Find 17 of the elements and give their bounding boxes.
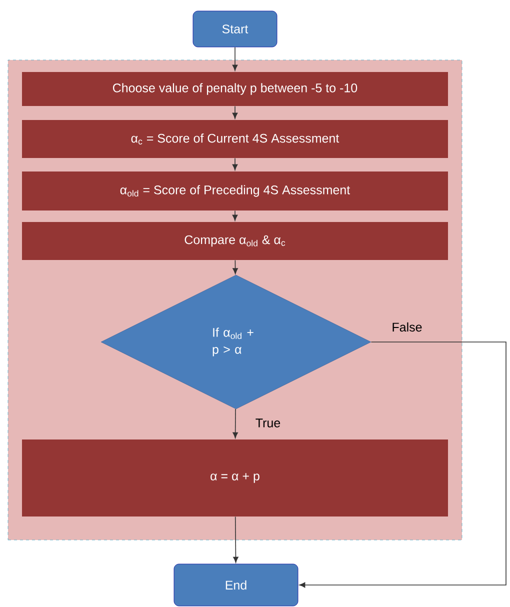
process-box: α$_{old}$ = Score of Preceding 4S Assessment (22, 172, 448, 210)
terminal-box: Start (192, 10, 278, 48)
arrow (232, 106, 238, 119)
arrow (232, 260, 238, 274)
arrow (232, 46, 238, 71)
process-box: α = α + p (22, 440, 448, 516)
process-box: Compare α$_{old}$ & α$_{c}$ (22, 222, 448, 260)
edge-label: True (254, 418, 282, 428)
arrow (232, 210, 238, 221)
process-box: α$_{c}$ = Score of Current 4S Assessment (22, 120, 448, 158)
terminal-box: End (174, 564, 298, 606)
arrow (299, 342, 506, 588)
arrow (233, 516, 238, 563)
edge-label: False (390, 321, 424, 333)
arrow (232, 158, 238, 170)
arrow (232, 408, 238, 438)
process-box: Choose value of penalty p between -5 to -10 (22, 72, 448, 106)
